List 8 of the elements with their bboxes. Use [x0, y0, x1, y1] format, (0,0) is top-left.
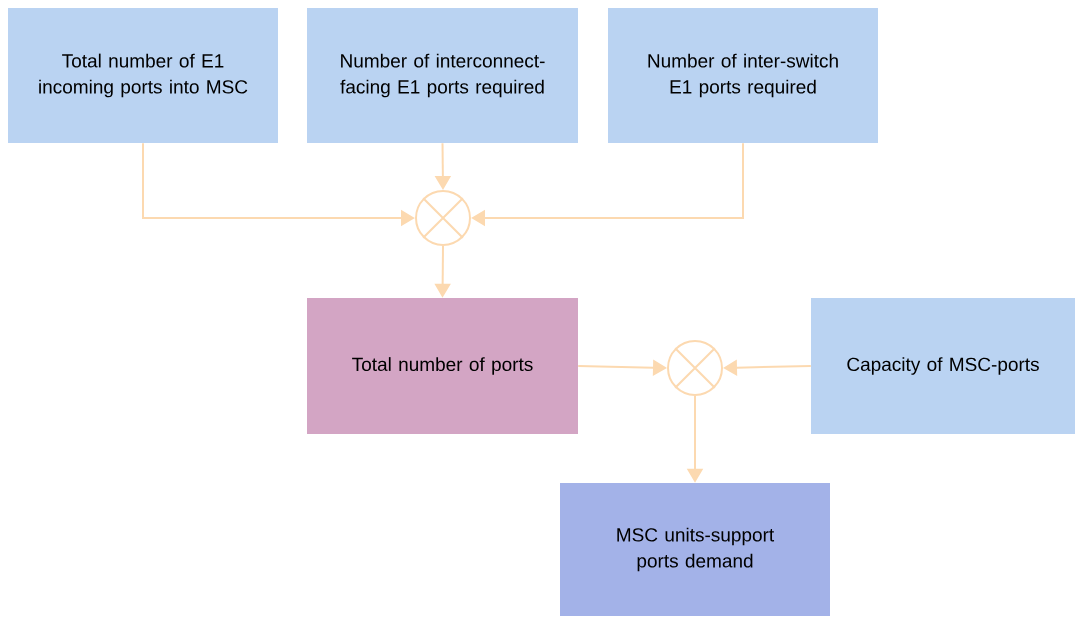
process-box: Total number of E1 incoming ports into MSC	[8, 8, 278, 143]
process-box: Number of inter-switch E1 ports required	[608, 8, 878, 143]
process-box: Capacity of MSC-ports	[811, 298, 1075, 434]
multiply-circle	[667, 340, 723, 396]
process-box: Number of interconnect-facing E1 ports required	[307, 8, 578, 143]
multiply-circle	[415, 190, 471, 246]
process-box: MSC units-support ports demand	[560, 483, 830, 616]
process-box: Total number of ports	[307, 298, 578, 434]
